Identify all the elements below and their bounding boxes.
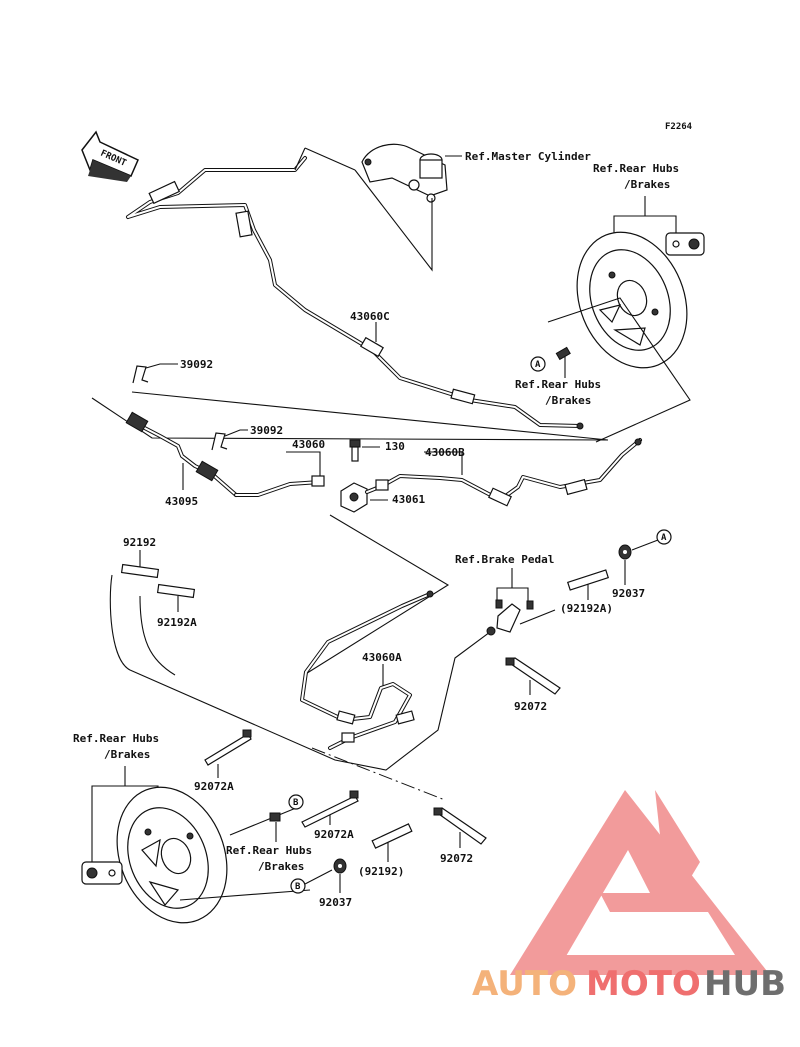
marker-a-top-label: A (535, 360, 541, 370)
figure-code: F2264 (665, 122, 693, 132)
part-92072a-mid: 92072A (314, 828, 354, 841)
front-arrow-icon: FRONT (81, 130, 139, 182)
part-43060a: 43060A (362, 651, 402, 664)
grommet-92037-bottom-icon (333, 858, 347, 874)
watermark-moto: MOTO (586, 964, 701, 1004)
brake-hose-43095 (125, 411, 238, 497)
grommet-92037-top-icon (618, 544, 632, 560)
marker-a-right-label: A (661, 533, 667, 543)
sleeve-92192a-icon (156, 583, 196, 599)
ref-rear-hubs-bottom-1: Ref.Rear Hubs (226, 844, 312, 857)
clip-39092-right-icon (211, 432, 228, 451)
part-92192a: 92192A (157, 616, 197, 629)
pipe-43060 (234, 475, 325, 497)
part-43060c: 43060C (350, 310, 390, 323)
part-130: 130 (385, 440, 405, 453)
ref-rear-hubs-left-2: /Brakes (104, 748, 150, 761)
brake-pedal-bracket-icon (486, 599, 534, 636)
ref-rear-hubs-bottom-2: /Brakes (258, 860, 304, 873)
cable-tie-92072-bottom-icon (433, 807, 487, 845)
part-92072-bottom: 92072 (440, 852, 473, 865)
ref-brake-pedal: Ref.Brake Pedal (455, 553, 554, 566)
marker-a-top (530, 356, 546, 372)
pipe-43060c (126, 156, 584, 430)
master-cylinder-icon (361, 143, 448, 203)
ref-master-cylinder: Ref.Master Cylinder (465, 150, 591, 163)
part-92192: 92192 (123, 536, 156, 549)
watermark-hub: HUB (704, 964, 786, 1004)
pipe-43060a (300, 590, 434, 750)
part-39092-right: 39092 (250, 424, 283, 437)
watermark-logo-icon (510, 790, 770, 975)
part-39092-left: 39092 (180, 358, 213, 371)
marker-b-bottom-label: B (295, 882, 301, 892)
marker-b-top-label: B (293, 798, 299, 808)
ref-rear-hubs-top-2: /Brakes (624, 178, 670, 191)
ref-rear-hubs-mid-2: /Brakes (545, 394, 591, 407)
ref-rear-hubs-mid-1: Ref.Rear Hubs (515, 378, 601, 391)
part-92072a-left: 92072A (194, 780, 234, 793)
marker-a-right (656, 529, 672, 545)
ref-rear-hubs-left-1: Ref.Rear Hubs (73, 732, 159, 745)
marker-b-bottom (290, 878, 306, 894)
joint-43061-icon (340, 482, 368, 513)
part-43061: 43061 (392, 493, 425, 506)
cable-tie-92072a-mid-icon (301, 790, 359, 828)
part-43060b: 43060B (425, 446, 465, 459)
part-92072-top: 92072 (514, 700, 547, 713)
brake-drum-left-icon (116, 786, 228, 924)
watermark-auto: AUTO (472, 964, 577, 1004)
wheel-cylinder-right-icon (665, 232, 705, 256)
marker-b-top (288, 794, 304, 810)
part-92037-bottom: 92037 (319, 896, 352, 909)
ref-rear-hubs-top-1: Ref.Rear Hubs (593, 162, 679, 175)
clip-39092-left-icon (132, 365, 149, 384)
part-92037-top: 92037 (612, 587, 645, 600)
part-43060: 43060 (292, 438, 325, 451)
bolt-130-icon (349, 439, 361, 462)
part-43095: 43095 (165, 495, 198, 508)
part-92192-paren: (92192) (358, 865, 404, 878)
watermark-text: AUTO MOTO HUB (472, 964, 786, 1004)
sleeve-92192-icon (120, 563, 160, 579)
cable-tie-92072-top-icon (505, 657, 561, 695)
wheel-cylinder-left-icon (81, 861, 123, 885)
sleeve-92192-paren-icon (371, 823, 413, 849)
cable-tie-92072a-left-icon (204, 729, 252, 766)
brake-drum-right-icon (576, 231, 688, 369)
sleeve-92192a-paren-icon (566, 569, 610, 591)
pipe-43060b (365, 438, 642, 507)
part-92192a-paren: (92192A) (560, 602, 613, 615)
